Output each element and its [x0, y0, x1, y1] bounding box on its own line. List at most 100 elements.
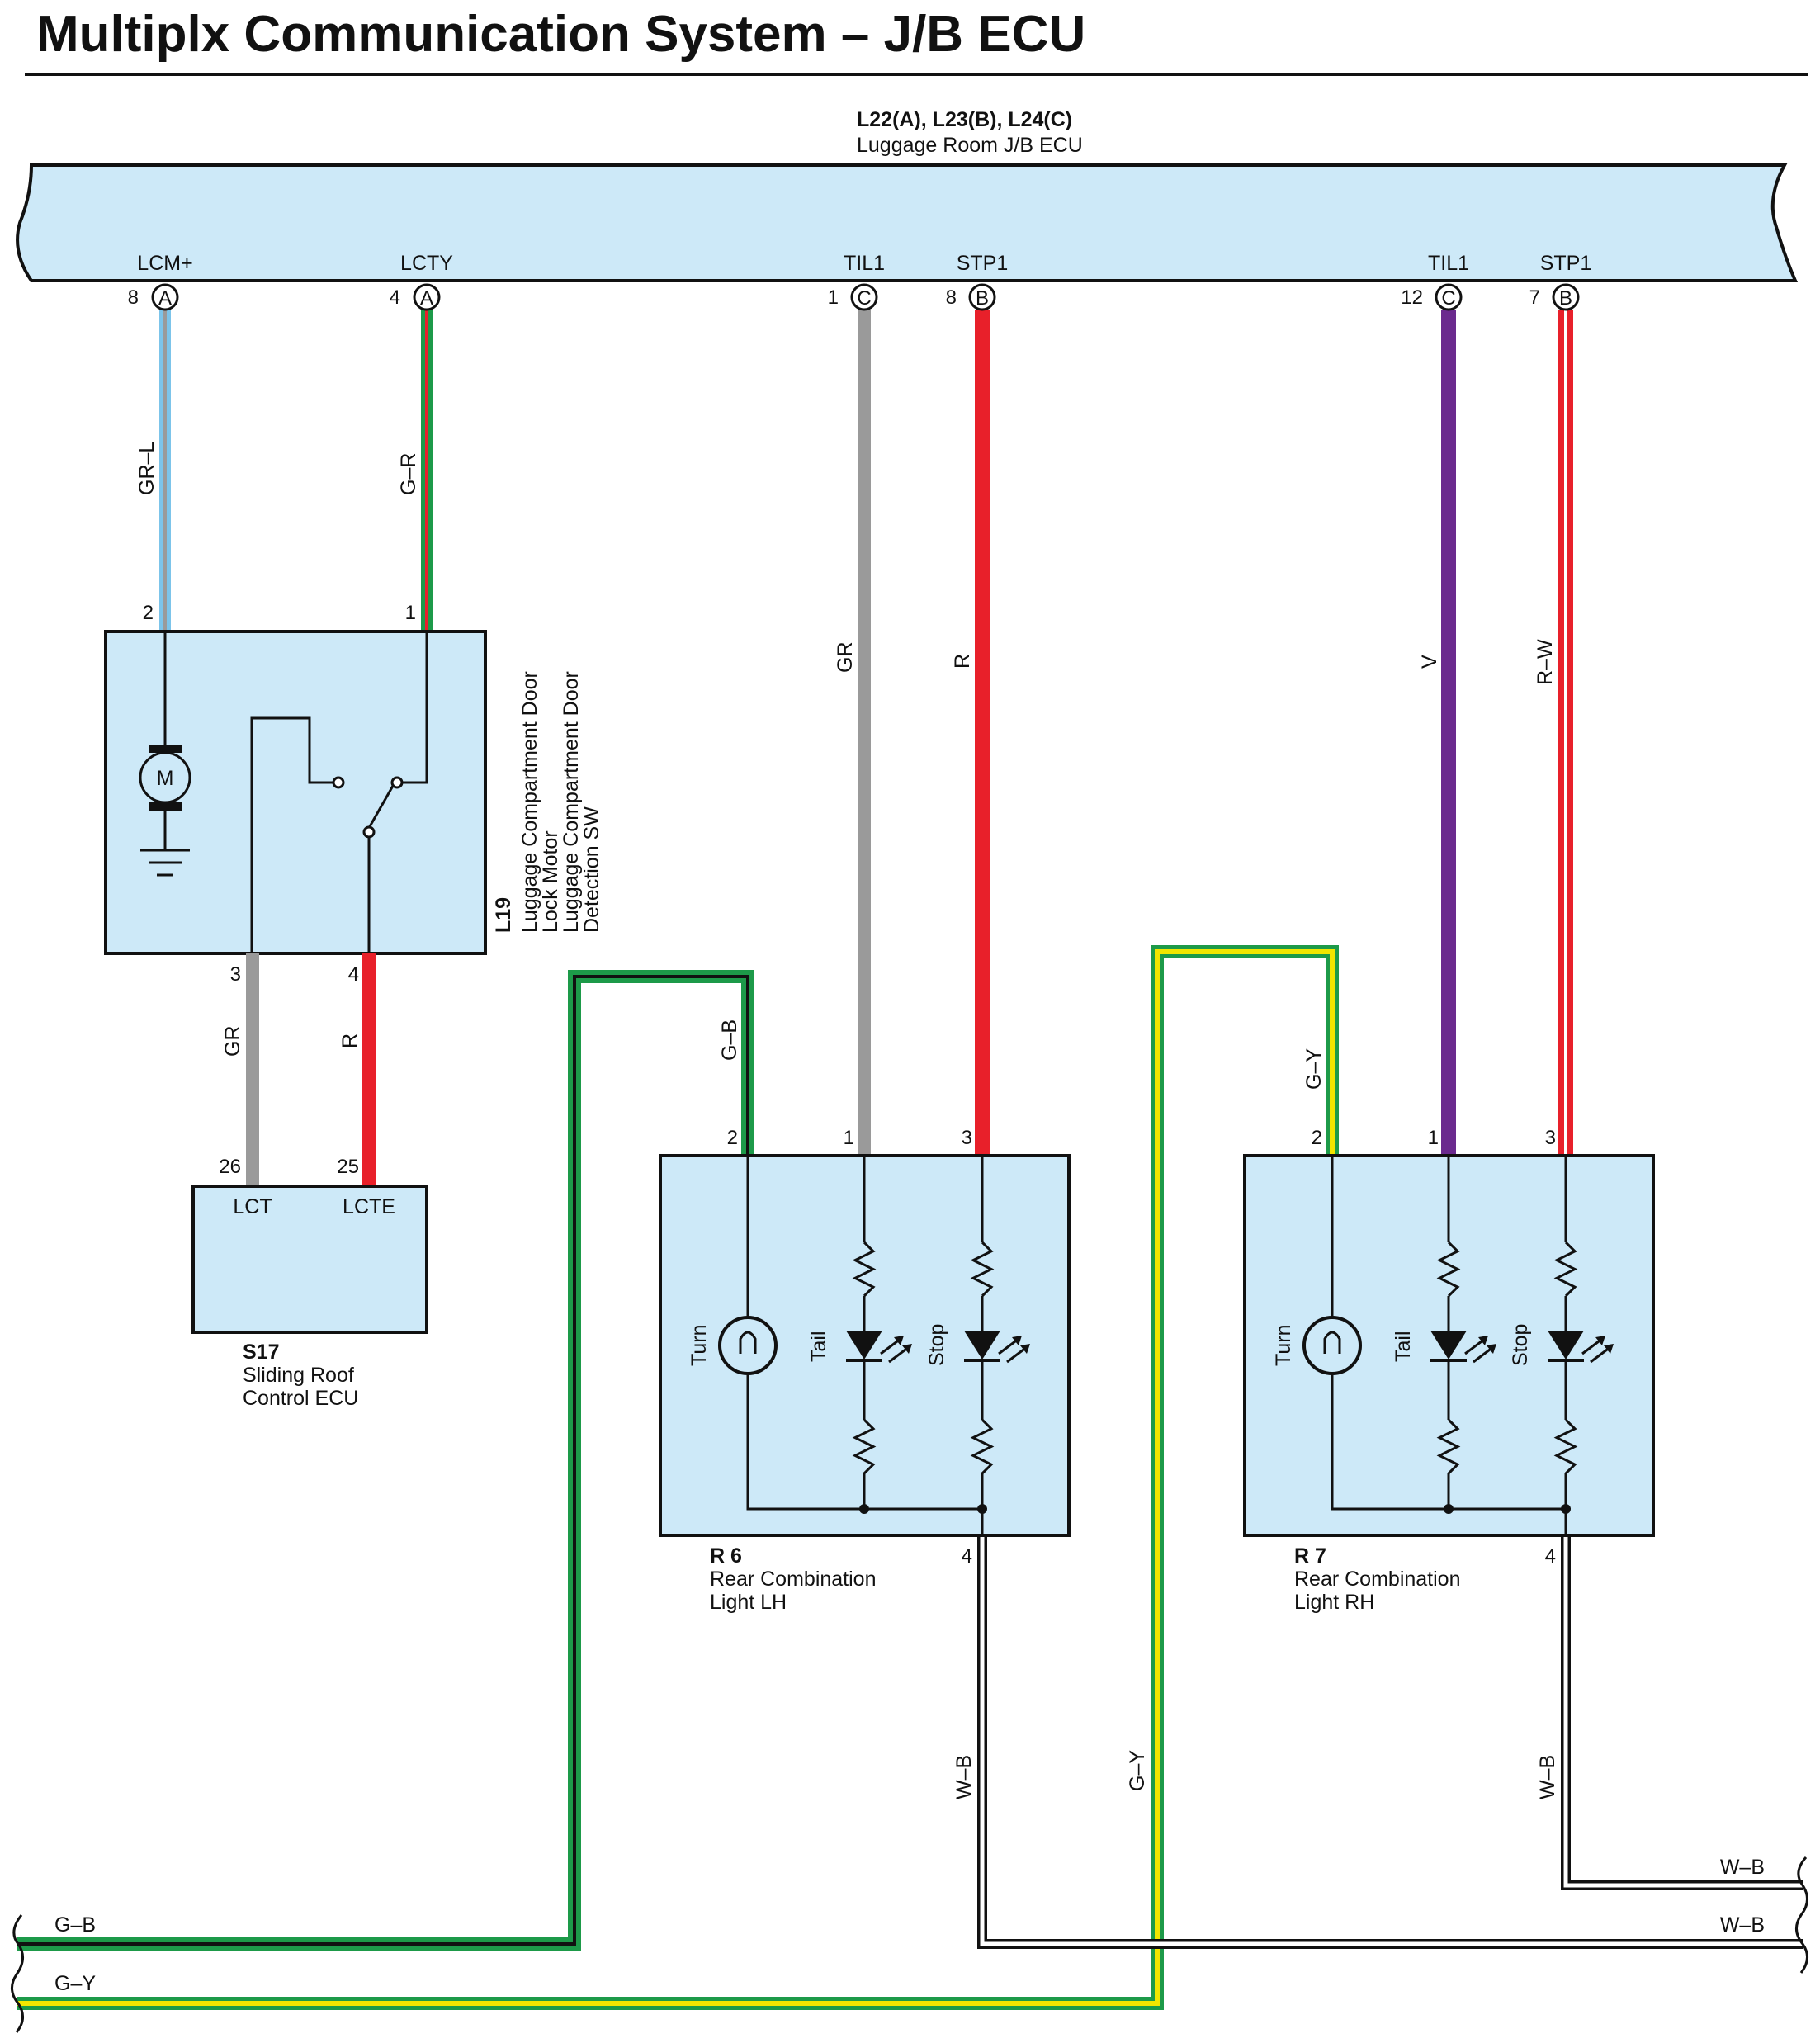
- stop-led-arrow-2: [1020, 1344, 1030, 1354]
- r6-code: R 6: [710, 1544, 742, 1568]
- r6-lamp-turn-label: Turn: [688, 1325, 711, 1366]
- l19-name-line-3: Luggage Compartment Door: [560, 671, 583, 933]
- s17-box: [191, 1185, 428, 1334]
- wire-v-til-rh-label: V: [1418, 655, 1441, 669]
- wire-r-stp-lh-label: R: [951, 654, 974, 669]
- bus-w-b-label-1: W–B: [1720, 1856, 1765, 1879]
- wire-g-b-turn-lh-label: G–B: [718, 1019, 741, 1061]
- turn-return-wire: [1331, 1374, 1566, 1511]
- terminal-pin-8a: 8: [128, 286, 139, 309]
- terminal-conn-c-1: C: [857, 287, 871, 310]
- terminal-conn-b-1: B: [976, 287, 989, 310]
- r6-pin-1: 1: [844, 1127, 854, 1149]
- page-title: Multiplx Communication System – J/B ECU: [36, 6, 1085, 63]
- l19-pin-3: 3: [230, 963, 241, 986]
- s17-pin-26: 26: [219, 1156, 241, 1178]
- r6-pin-4: 4: [962, 1545, 972, 1568]
- wire-r-w-stp-rh: [1558, 310, 1573, 1156]
- stop-led-arrow-2: [1604, 1344, 1614, 1354]
- detection-switch: [250, 631, 428, 953]
- wire-r-w-stp-rh-label: R–W: [1534, 639, 1557, 685]
- jb-ecu-connector-label: L22(A), L23(B), L24(C): [857, 108, 1072, 131]
- turn-bulb-filament: [739, 1331, 757, 1354]
- stop-resistor-upper-icon: [970, 1241, 995, 1298]
- wire-gr-l-label: GR–L: [135, 442, 158, 495]
- terminal-circles: [151, 283, 1580, 311]
- r7-name-line-1: Rear Combination: [1294, 1568, 1461, 1591]
- wire-r-stp-lh: [975, 310, 990, 1156]
- r7-pin-2: 2: [1312, 1127, 1322, 1149]
- l19-pin-1: 1: [405, 602, 416, 624]
- r7-name-line-2: Light RH: [1294, 1591, 1374, 1614]
- r7-code: R 7: [1294, 1544, 1326, 1568]
- tail-resistor-upper-icon: [1436, 1241, 1461, 1298]
- wire-gr-til-lh-label: GR: [834, 642, 857, 674]
- tail-led-icon: [846, 1331, 882, 1360]
- turn-return-wire: [746, 1374, 982, 1511]
- terminal-lcty-label: LCTY: [400, 252, 453, 275]
- r7-pin-1: 1: [1428, 1127, 1439, 1149]
- terminal-til1-lh-label: TIL1: [844, 252, 885, 275]
- wire-r-lcte: [362, 953, 376, 1186]
- stop-resistor-lower-icon: [970, 1418, 995, 1475]
- l19-name-line-1: Luggage Compartment Door: [518, 671, 541, 933]
- stop-resistor-lower-icon: [1553, 1418, 1578, 1475]
- terminal-pin-4a: 4: [390, 286, 400, 309]
- r6-name-line-1: Rear Combination: [710, 1568, 877, 1591]
- tail-junction-dot: [859, 1504, 869, 1514]
- r7-lamp-stop-label: Stop: [1509, 1324, 1532, 1366]
- wire-g-y-turn-rh: [17, 945, 1339, 2010]
- wire-gr-til-lh: [858, 310, 871, 1156]
- tail-led-icon: [1430, 1331, 1467, 1360]
- s17-code: S17: [243, 1341, 279, 1364]
- l19-name-line-2: Lock Motor: [539, 830, 562, 933]
- tail-junction-dot: [1444, 1504, 1454, 1514]
- terminal-conn-a-2: A: [420, 287, 433, 310]
- wire-gr-lct-label: GR: [221, 1026, 244, 1057]
- wire-w-b-gnd-rh-label: W–B: [1536, 1755, 1559, 1799]
- r6-circuit: [718, 1156, 1030, 1535]
- stop-led-icon: [1548, 1331, 1584, 1360]
- s17-pin-25: 25: [337, 1156, 359, 1178]
- wire-gr-lct: [246, 953, 259, 1186]
- wire-w-b-gnd-lh-label: W–B: [953, 1755, 976, 1799]
- wire-v-til-rh: [1441, 310, 1456, 1156]
- l19-name-line-4: Detection SW: [580, 806, 603, 933]
- terminal-stp1-lh-label: STP1: [957, 252, 1009, 275]
- motor-symbol-label: M: [157, 767, 174, 790]
- terminal-pin-7b: 7: [1529, 286, 1540, 309]
- r6-pin-2: 2: [727, 1127, 738, 1149]
- s17-terminal-lcte: LCTE: [343, 1195, 395, 1218]
- r7-lamp-turn-label: Turn: [1272, 1325, 1295, 1366]
- terminal-stp1-rh-label: STP1: [1540, 252, 1592, 275]
- terminal-lcm-label: LCM+: [137, 252, 192, 275]
- terminal-conn-a-1: A: [158, 287, 172, 310]
- wire-w-b-gnd-lh: [977, 1535, 1803, 1949]
- terminal-pin-8b: 8: [946, 286, 957, 309]
- bus-break-right: [1795, 1856, 1808, 1974]
- tail-led-arrow-1: [1478, 1336, 1488, 1345]
- r6-name-line-2: Light LH: [710, 1591, 787, 1614]
- turn-bulb-filament: [1323, 1331, 1341, 1354]
- l19-code: L19: [492, 897, 515, 933]
- stop-led-arrow-1: [1595, 1336, 1605, 1345]
- terminal-til1-rh-label: TIL1: [1428, 252, 1469, 275]
- terminal-conn-b-2: B: [1559, 287, 1572, 310]
- tail-led-arrow-2: [1487, 1344, 1496, 1354]
- tail-resistor-lower-icon: [852, 1418, 877, 1475]
- terminal-pin-1c: 1: [828, 286, 839, 309]
- tail-led-arrow-1: [894, 1336, 904, 1345]
- wire-w-b-gnd-rh: [1561, 1535, 1803, 1890]
- s17-name-line-1: Sliding Roof: [243, 1364, 354, 1387]
- wire-gr-l: [159, 310, 171, 631]
- r6-pin-3: 3: [962, 1127, 972, 1149]
- bus-break-left: [11, 1914, 24, 2033]
- jb-ecu-name: Luggage Room J/B ECU: [857, 134, 1083, 157]
- r7-lamp-tail-label: Tail: [1392, 1331, 1415, 1362]
- tail-led-arrow-2: [902, 1344, 912, 1354]
- stop-led-arrow-1: [1012, 1336, 1022, 1345]
- wire-g-r-label: G–R: [397, 453, 420, 495]
- r7-pin-3: 3: [1545, 1127, 1556, 1149]
- r6-lamp-tail-label: Tail: [807, 1331, 830, 1362]
- wire-r-lcte-label: R: [338, 1033, 362, 1048]
